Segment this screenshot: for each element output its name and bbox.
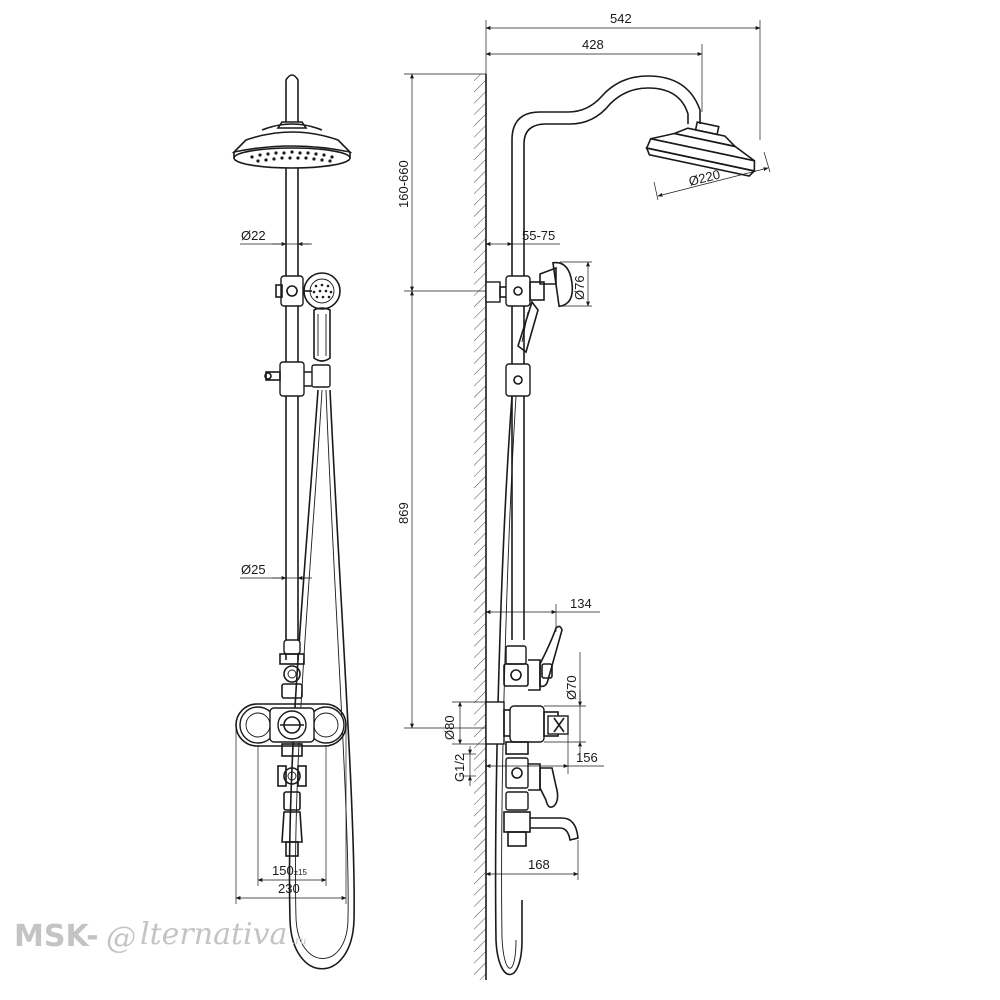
width-label: 230 (278, 881, 300, 896)
front-view (231, 74, 355, 970)
proj428-label: 428 (582, 37, 604, 52)
centers-label: 150±15 (272, 863, 308, 878)
side-hand-shower (517, 261, 574, 354)
depth542-label: 542 (610, 11, 632, 26)
side-riser-arm (511, 75, 701, 640)
front-mixer (235, 639, 347, 857)
side-spout (503, 791, 579, 847)
flange-dia-label: Ø80 (442, 715, 457, 740)
mixer-proj-label: 156 (576, 750, 598, 765)
bar-height-label: 869 (396, 502, 411, 524)
front-hose (288, 389, 355, 970)
front-shower-head (231, 121, 353, 169)
dia25-label: Ø25 (241, 562, 266, 577)
watermark-brand-right: lternativa (140, 917, 287, 952)
front-dimensions: Ø22 Ø25 150±15 230 (235, 228, 347, 904)
side-upper-handle (503, 625, 563, 691)
side-hose (494, 395, 523, 976)
handle-proj-label: 134 (570, 596, 592, 611)
height-adjust-label: 160-660 (396, 160, 411, 208)
front-hand-shower (303, 272, 341, 388)
side-lower-holder (505, 363, 531, 397)
side-shower-head (645, 121, 756, 177)
hand-dia-label: Ø76 (572, 275, 587, 300)
wall-hatch (474, 74, 486, 980)
front-spout (281, 811, 303, 843)
riser-top (285, 74, 299, 122)
side-mixer-body (485, 701, 569, 755)
nozzle-dots (250, 150, 334, 163)
front-lower-holder (264, 361, 312, 397)
side-dimensions: 542 428 Ø220 55-75 Ø76 160-660 869 134 (396, 11, 771, 880)
watermark-brand-mark: @ (106, 921, 136, 956)
front-riser-pipe (285, 168, 299, 660)
thread-label: G1/2 (452, 754, 467, 782)
spout-proj-label: 168 (528, 857, 550, 872)
knob-dia-label: Ø70 (564, 675, 579, 700)
side-view (474, 74, 756, 980)
side-wall-bracket (485, 275, 545, 307)
offset-label: 55-75 (522, 228, 555, 243)
front-slider-bracket (275, 275, 312, 307)
watermark-brand-tld: .ru (292, 936, 306, 947)
head-dia-line (657, 167, 769, 197)
head-dia-label: Ø220 (687, 167, 721, 189)
dia22-label: Ø22 (241, 228, 266, 243)
watermark: MSK- @ lternativa .ru (14, 917, 306, 956)
watermark-brand-left: MSK- (14, 919, 99, 954)
